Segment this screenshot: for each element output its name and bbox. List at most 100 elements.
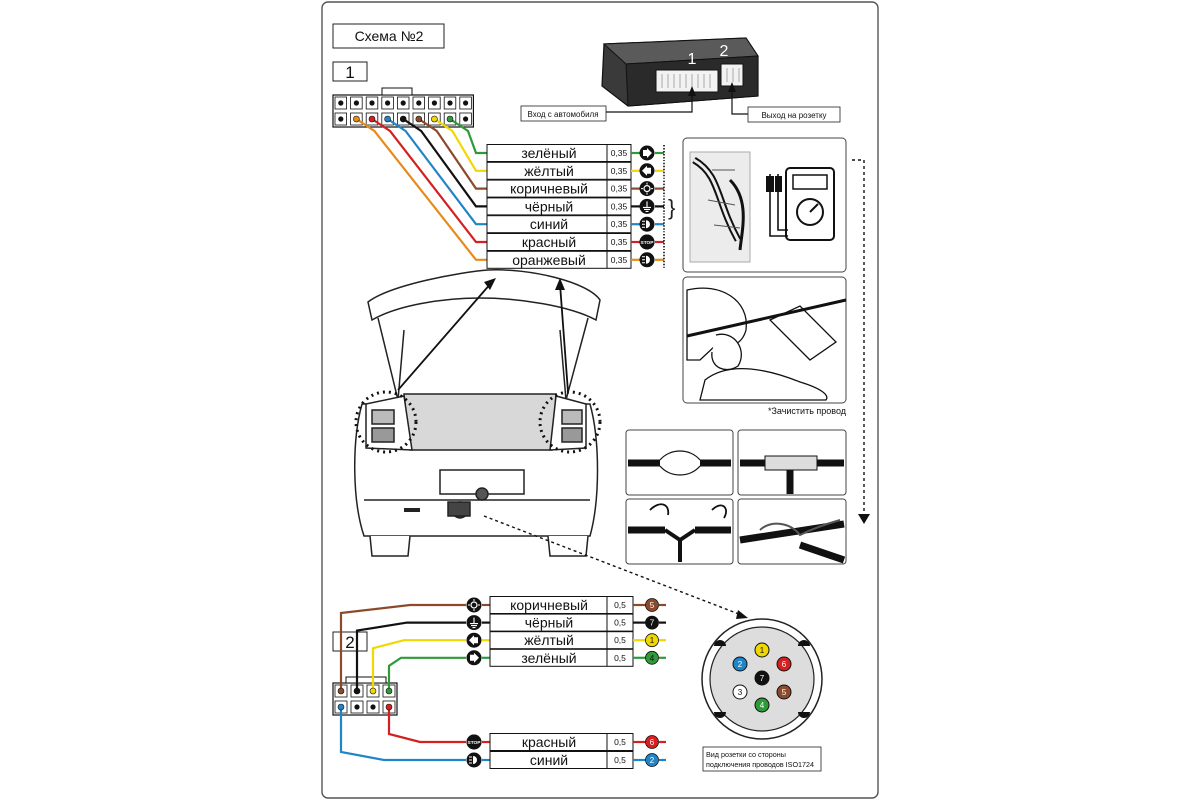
wire-1-pin-dot (353, 115, 360, 123)
socket-pin (776, 656, 792, 672)
socket-pin-number: 4 (760, 701, 765, 710)
connector-2-block (332, 676, 398, 716)
arrow-to-left-lamp-head (484, 278, 496, 290)
process-flow-arrowhead (858, 514, 870, 524)
wire-2 (387, 707, 466, 744)
wire-2-pin-dot (385, 703, 393, 711)
arrow-right-icon (466, 650, 482, 666)
wire-1-name: коричневый (510, 181, 588, 197)
reverse-light-icon (639, 252, 655, 268)
connector-1-wires (353, 115, 487, 261)
wire-1-gauge: 0,35 (611, 219, 628, 229)
arrow-left-icon (639, 163, 655, 179)
socket-caption-box (702, 746, 822, 772)
strip-caption: *Зачистить провод (768, 406, 847, 416)
wire-2-pin-badge (645, 735, 659, 749)
ground-icon (639, 198, 655, 214)
wire-2-pin-dot (337, 687, 345, 695)
module-port-1-label: 1 (688, 51, 697, 68)
wire-2-pin-badge (645, 633, 659, 648)
connector-1-pin (338, 100, 344, 106)
stop-icon: STOP (639, 234, 655, 250)
arrow-to-socket (483, 515, 745, 617)
arrow-to-socket-head (736, 610, 748, 619)
wire-2-gauge: 0,5 (614, 755, 626, 765)
wire-2-pin-number: 6 (650, 738, 655, 747)
wire-2-pin-badge (645, 615, 659, 630)
wire-2-pin-number: 2 (650, 756, 655, 765)
wire-closeup-illustration (689, 151, 751, 263)
wire-1-pin-dot (415, 115, 423, 123)
wire-2-gauge: 0,5 (614, 635, 626, 645)
module-port-2-label: 2 (720, 43, 729, 60)
wire-1-gauge: 0,35 (611, 255, 628, 265)
wire-1-name: чёрный (525, 198, 573, 214)
control-module: 1 2 (601, 37, 759, 115)
wire-2-name: коричневый (510, 597, 588, 613)
wire-2-name: жёлтый (524, 632, 574, 648)
page-title: Схема №2 (355, 28, 424, 44)
parking-light-icon (466, 597, 482, 613)
socket-pin (754, 642, 770, 658)
arrow-to-left-lamp (397, 281, 493, 391)
arrow-right-icon (639, 145, 655, 161)
wire-1-gauge: 0,35 (611, 166, 628, 176)
wire-2-pin-badge (645, 598, 659, 612)
wire-1-pin-dot (446, 115, 454, 123)
wire-2-pin-number: 5 (650, 601, 655, 610)
connector-1-pin (338, 116, 344, 122)
wire-1 (402, 118, 487, 208)
wire-1-name: оранжевый (512, 252, 586, 268)
wire-2-gauge: 0,5 (614, 618, 626, 628)
brace-mark: } (668, 195, 675, 220)
wire-1-pin-dot (431, 115, 438, 123)
connector-1-pin (447, 100, 453, 106)
socket-pin-number: 6 (782, 660, 787, 669)
connector-1-label: 1 (345, 63, 354, 82)
wire-1-pin-dot (368, 115, 376, 123)
wire-1 (418, 118, 487, 190)
wire-1-pin-dot (384, 115, 391, 123)
wire-1 (386, 118, 487, 226)
wire-1-name: синий (530, 216, 568, 232)
socket-pin (776, 684, 792, 700)
wire-2-pin-number: 1 (650, 636, 655, 645)
wire-2 (371, 639, 466, 691)
wire-2-gauge: 0,5 (614, 653, 626, 663)
arrow-to-right-lamp (559, 283, 569, 393)
svg-text:STOP: STOP (468, 740, 482, 746)
wire-1-name: красный (522, 234, 576, 250)
wire-2-name: зелёный (521, 650, 576, 666)
socket-pin-number: 1 (760, 646, 765, 655)
wire-2-pin-dot (385, 687, 393, 695)
wire-2-name: красный (522, 734, 576, 750)
wire-1 (433, 118, 487, 172)
connector-1-pin (353, 100, 359, 106)
input-label-box (520, 105, 607, 122)
connector-2-wires (337, 603, 466, 762)
svg-text:STOP: STOP (641, 240, 655, 246)
wire-2-pin-dot (353, 687, 361, 695)
connector-1-pin (431, 100, 437, 106)
arrow-left-icon (466, 632, 482, 648)
wire-2-pin-badge (645, 650, 659, 665)
wire-1-gauge: 0,35 (611, 201, 628, 211)
wire-1-name: зелёный (521, 145, 576, 161)
socket-caption-line1: Вид розетки со стороны (706, 750, 786, 759)
connector-2-label: 2 (345, 633, 354, 652)
wire-1-name: жёлтый (524, 163, 574, 179)
connector-2-pin (354, 704, 360, 710)
title-box (332, 23, 445, 49)
multimeter-icon (766, 167, 835, 241)
connector-1-pin (385, 100, 391, 106)
connector-1-pin (463, 100, 469, 106)
connector-1-pin (416, 100, 422, 106)
output-label-box (747, 106, 841, 123)
socket-pin-number: 7 (760, 674, 765, 683)
socket-pin-number: 3 (738, 688, 743, 697)
wire-1-gauge: 0,35 (611, 237, 628, 247)
